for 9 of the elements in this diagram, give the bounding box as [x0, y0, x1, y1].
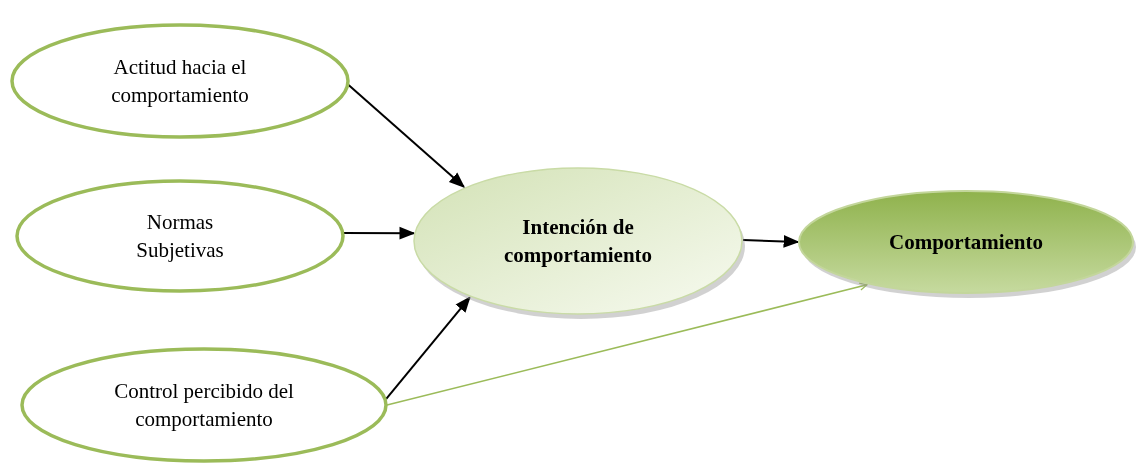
arrow — [742, 235, 800, 248]
node-label: Comportamiento — [888, 229, 1044, 256]
node-label: Control percibido del comportamiento — [113, 378, 295, 433]
arrow — [385, 296, 471, 401]
node-label: Intención de comportamiento — [502, 214, 654, 269]
arrow — [347, 84, 466, 188]
arrow — [386, 282, 868, 406]
node-label: Actitud hacia el comportamiento — [110, 54, 250, 109]
node-label: Normas Subjetivas — [135, 209, 225, 264]
